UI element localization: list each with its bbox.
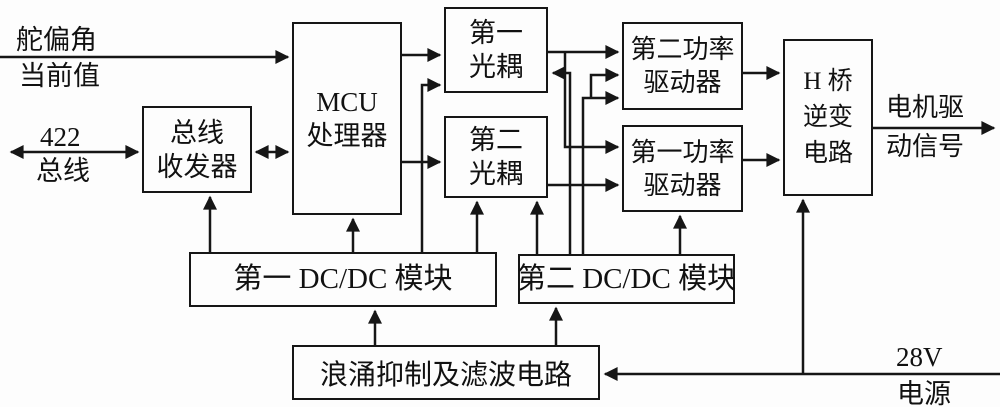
first-dcdc-module-label: 第一 DC/DC 模块 <box>233 263 453 295</box>
second-optocoupler-label-1: 第二 <box>469 125 523 155</box>
rudder-angle-label-1: 舵偏角 <box>16 25 97 55</box>
first-power-driver-label-1: 第一功率 <box>630 137 735 167</box>
h-bridge-label-1: H 桥 <box>803 67 853 95</box>
first-power-driver-label-2: 驱动器 <box>643 170 722 200</box>
rudder-angle-label-2: 当前值 <box>19 61 100 91</box>
bus-422-label-1: 422 <box>40 122 81 152</box>
second-power-driver-block: 第二功率 驱动器 <box>622 22 743 110</box>
bus-transceiver-block: 总线 收发器 <box>142 106 252 193</box>
second-dcdc-module-label: 第二 DC/DC 模块 <box>516 262 737 295</box>
wire-dcdc1-to-opto1 <box>420 78 442 252</box>
bus-transceiver-label-1: 总线 <box>170 117 224 148</box>
first-optocoupler-label-1: 第一 <box>469 18 523 48</box>
mcu-label-2: 处理器 <box>306 120 388 151</box>
second-power-driver-label-1: 第二功率 <box>630 35 735 64</box>
motor-drive-signal-label-2: 动信号 <box>886 132 965 161</box>
bus-422-label-2: 总线 <box>36 156 90 186</box>
h-bridge-inverter-block: H 桥 逆变 电路 <box>783 39 873 196</box>
bus-transceiver-label-2: 收发器 <box>156 151 238 182</box>
first-optocoupler-block: 第一 光耦 <box>444 7 548 93</box>
motor-drive-signal-label-1: 电机驱 <box>886 93 965 122</box>
second-optocoupler-label-2: 光耦 <box>469 159 523 189</box>
power-28v-label-1: 28V <box>896 342 943 372</box>
second-dcdc-module-block: 第二 DC/DC 模块 <box>516 254 737 304</box>
first-dcdc-module-block: 第一 DC/DC 模块 <box>189 252 497 307</box>
mcu-label-1: MCU <box>316 86 378 117</box>
h-bridge-label-2: 逆变 <box>802 103 853 131</box>
wire-dcdc2-to-opto1-return <box>551 66 572 254</box>
wire-dcdc2-to-driver2-low <box>581 91 620 254</box>
surge-filter-label: 浪涌抑制及滤波电路 <box>319 359 572 391</box>
first-optocoupler-label-2: 光耦 <box>469 52 523 82</box>
power-28v-label-2: 电源 <box>897 379 951 407</box>
h-bridge-label-3: 电路 <box>802 139 853 167</box>
surge-filter-block: 浪涌抑制及滤波电路 <box>292 345 600 400</box>
wire-opto1-branch-to-driver1 <box>563 52 620 154</box>
first-power-driver-block: 第一功率 驱动器 <box>622 125 743 212</box>
second-optocoupler-block: 第二 光耦 <box>444 116 548 198</box>
wire-dcdc2-to-driver2-high <box>589 68 620 98</box>
mcu-block: MCU 处理器 <box>292 22 402 215</box>
second-power-driver-label-2: 驱动器 <box>643 68 722 97</box>
